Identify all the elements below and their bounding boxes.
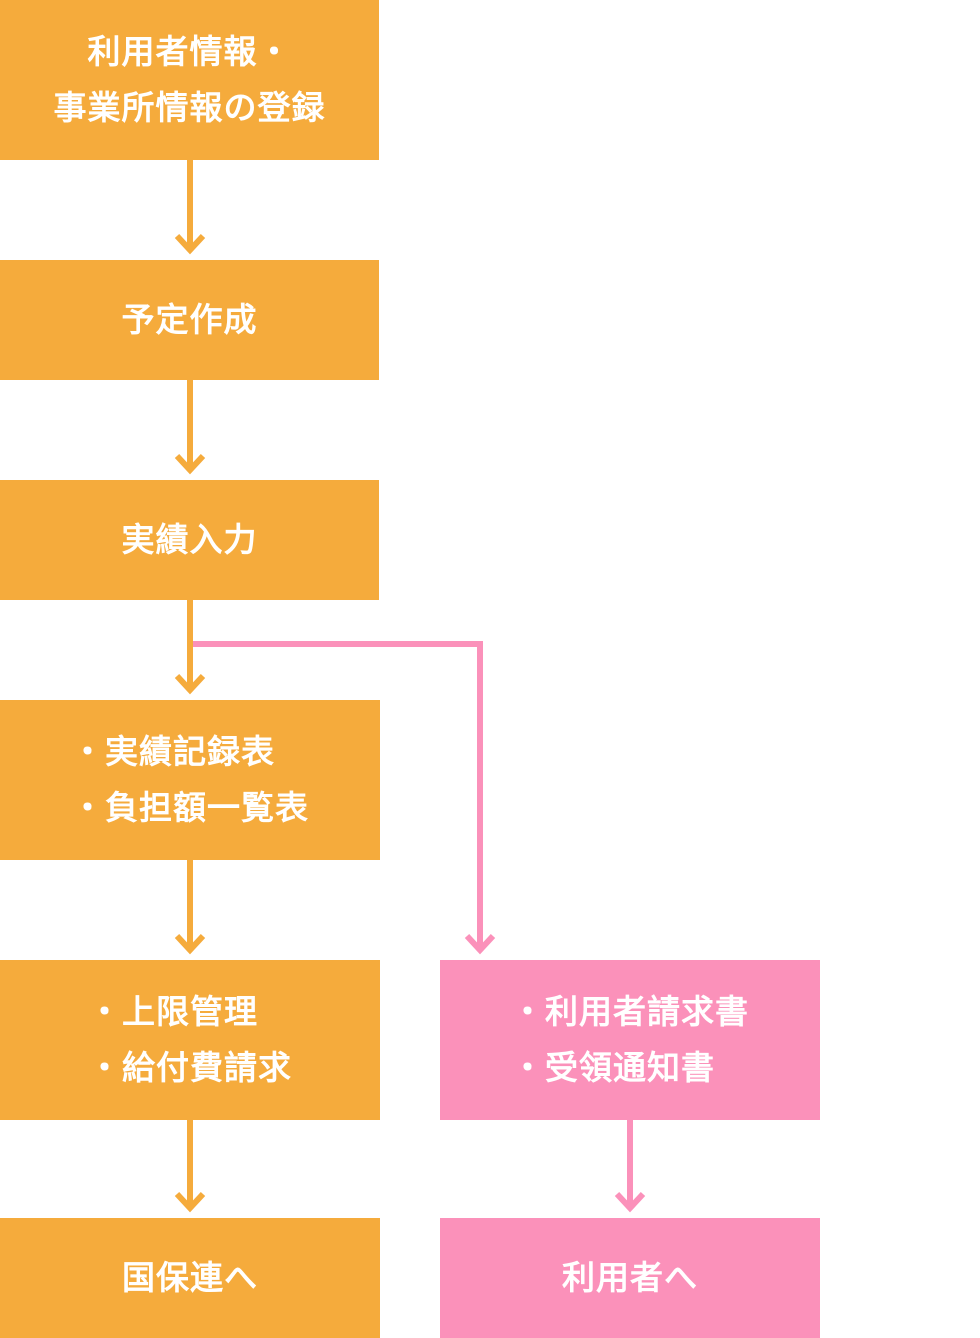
step-register: 利用者情報・ 事業所情報の登録	[0, 0, 379, 160]
step-register-line-2: 事業所情報の登録	[53, 88, 326, 127]
arrow-schedule-to-actual	[174, 380, 206, 475]
step-benefit-list: 上限管理 給付費請求	[88, 984, 292, 1096]
step-kokuhoren: 国保連へ	[0, 1218, 380, 1338]
step-to-user: 利用者へ	[440, 1218, 820, 1338]
arrow-actual-to-records	[174, 600, 206, 695]
step-benefit-item: 給付費請求	[88, 1040, 292, 1096]
step-records-list: 実績記録表 負担額一覧表	[71, 724, 309, 836]
step-schedule: 予定作成	[0, 260, 379, 380]
step-schedule-label: 予定作成	[121, 300, 258, 339]
step-kokuhoren-label: 国保連へ	[122, 1258, 258, 1297]
step-actual: 実績入力	[0, 480, 379, 600]
arrow-benefit-to-kokuhoren	[174, 1120, 206, 1213]
step-records-item: 負担額一覧表	[71, 780, 309, 836]
step-invoice-item: 受領通知書	[511, 1040, 715, 1096]
arrow-register-to-schedule	[174, 160, 206, 255]
step-records-item: 実績記録表	[71, 724, 275, 780]
step-to-user-label: 利用者へ	[562, 1258, 698, 1297]
step-invoice: 利用者請求書 受領通知書	[440, 960, 820, 1120]
step-benefit: 上限管理 給付費請求	[0, 960, 380, 1120]
step-invoice-list: 利用者請求書 受領通知書	[511, 984, 749, 1096]
arrow-actual-to-invoice	[193, 641, 496, 955]
step-register-line-1: 利用者情報・	[87, 32, 292, 71]
arrow-records-to-benefit	[174, 860, 206, 955]
arrow-invoice-to-user	[614, 1120, 646, 1213]
step-records: 実績記録表 負担額一覧表	[0, 700, 380, 860]
step-invoice-item: 利用者請求書	[511, 984, 749, 1040]
step-benefit-item: 上限管理	[88, 984, 258, 1040]
step-actual-label: 実績入力	[121, 520, 258, 559]
